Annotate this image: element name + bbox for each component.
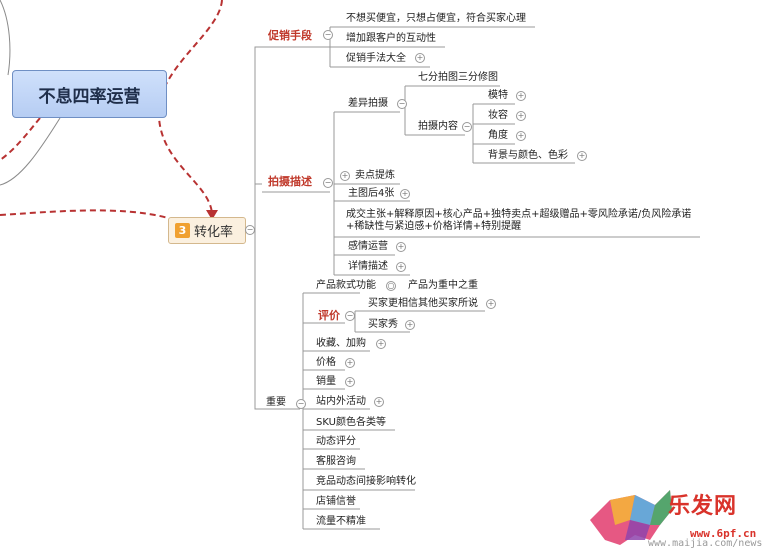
expand-icon[interactable]: + xyxy=(345,358,355,368)
important-item-activity[interactable]: 站内外活动 xyxy=(316,396,366,407)
important-item-service[interactable]: 客服咨询 xyxy=(316,456,356,467)
expand-icon[interactable]: + xyxy=(516,111,526,121)
important-item-sku[interactable]: SKU颜色各类等 xyxy=(316,417,386,428)
conversion-rate-node[interactable]: 3 转化率 xyxy=(168,217,246,244)
shoot-content-label[interactable]: 拍摄内容 xyxy=(418,121,458,132)
expand-icon[interactable]: + xyxy=(374,397,384,407)
promo-item-1[interactable]: 不想买便宜，只想占便宜，符合买家心理 xyxy=(346,13,526,24)
expand-icon[interactable]: + xyxy=(376,339,386,349)
shoot-item-model[interactable]: 模特 xyxy=(488,90,508,101)
important-item-reputation[interactable]: 店铺信誉 xyxy=(316,496,356,507)
promo-item-3[interactable]: 促销手法大全 xyxy=(346,53,406,64)
diff-shoot-first[interactable]: 七分拍图三分修图 xyxy=(418,72,498,83)
root-topic-node[interactable]: 不息四率运营 xyxy=(12,70,167,118)
expand-icon[interactable]: + xyxy=(345,377,355,387)
important-item-sales[interactable]: 销量 xyxy=(316,376,336,387)
promo-branch-label[interactable]: 促销手段 xyxy=(268,29,312,42)
collapse-toggle[interactable]: − xyxy=(245,225,255,235)
promo-item-2[interactable]: 增加跟客户的互动性 xyxy=(346,33,436,44)
arrow-head xyxy=(206,210,218,220)
watermark-site: www.6pf.cn xyxy=(690,527,757,540)
watermark-url: www.maijia.com/news xyxy=(648,538,763,549)
collapse-toggle[interactable]: − xyxy=(345,311,355,321)
photo-branch-label[interactable]: 拍摄描述 xyxy=(268,175,312,188)
deal-proposition-text[interactable]: 成交主张+解释原因+核心产品+独特卖点+超级赠品+零风险承诺/负风险承诺+稀缺性… xyxy=(346,209,692,232)
main-pic-label[interactable]: 主图后4张 xyxy=(348,188,395,199)
important-branch-label[interactable]: 重要 xyxy=(266,397,286,408)
expand-icon[interactable]: + xyxy=(405,320,415,330)
expand-icon[interactable]: + xyxy=(340,171,350,181)
important-item-fav[interactable]: 收藏、加购 xyxy=(316,338,366,349)
collapse-toggle[interactable]: − xyxy=(296,399,306,409)
expand-icon[interactable]: + xyxy=(415,53,425,63)
collapse-toggle[interactable]: − xyxy=(462,122,472,132)
conversion-rate-label: 转化率 xyxy=(194,225,234,240)
expand-icon[interactable]: + xyxy=(400,189,410,199)
emotion-ops-label[interactable]: 感情运营 xyxy=(348,241,388,252)
shoot-item-background[interactable]: 背景与颜色、色彩 xyxy=(488,150,568,161)
dashed-link-a xyxy=(157,0,223,215)
important-item-competitor[interactable]: 竞品动态间接影响转化 xyxy=(316,476,416,487)
expand-icon[interactable]: + xyxy=(396,262,406,272)
expand-icon[interactable]: ○ xyxy=(386,281,396,291)
expand-icon[interactable]: + xyxy=(396,242,406,252)
gray-link-a xyxy=(0,117,61,186)
important-item-dsr[interactable]: 动态评分 xyxy=(316,436,356,447)
selling-point-label[interactable]: 卖点提炼 xyxy=(355,170,395,181)
collapse-toggle[interactable]: − xyxy=(397,99,407,109)
important-item-price[interactable]: 价格 xyxy=(316,357,336,368)
expand-icon[interactable]: + xyxy=(486,299,496,309)
root-topic-label: 不息四率运营 xyxy=(38,86,141,107)
expand-icon[interactable]: + xyxy=(516,91,526,101)
priority-badge: 3 xyxy=(175,223,190,238)
watermark-logo-text: 乐发网 xyxy=(668,493,738,519)
review-item-2[interactable]: 买家秀 xyxy=(368,319,398,330)
shoot-item-makeup[interactable]: 妆容 xyxy=(488,110,508,121)
bull-logo-icon xyxy=(590,490,672,545)
product-func-note[interactable]: 产品为重中之重 xyxy=(408,280,478,291)
shoot-item-angle[interactable]: 角度 xyxy=(488,130,508,141)
expand-icon[interactable]: + xyxy=(577,151,587,161)
product-func-label[interactable]: 产品款式功能 xyxy=(316,280,376,291)
gray-link-b xyxy=(0,0,11,76)
collapse-toggle[interactable]: − xyxy=(323,178,333,188)
dashed-link-b xyxy=(0,209,169,219)
detail-desc-label[interactable]: 详情描述 xyxy=(348,261,388,272)
review-label[interactable]: 评价 xyxy=(318,309,340,322)
diff-shoot-label[interactable]: 差异拍摄 xyxy=(348,98,388,109)
collapse-toggle[interactable]: − xyxy=(323,30,333,40)
expand-icon[interactable]: + xyxy=(516,131,526,141)
dashed-link-c xyxy=(0,117,41,161)
important-item-traffic[interactable]: 流量不精准 xyxy=(316,516,366,527)
review-item-1[interactable]: 买家更相信其他买家所说 xyxy=(368,298,478,309)
